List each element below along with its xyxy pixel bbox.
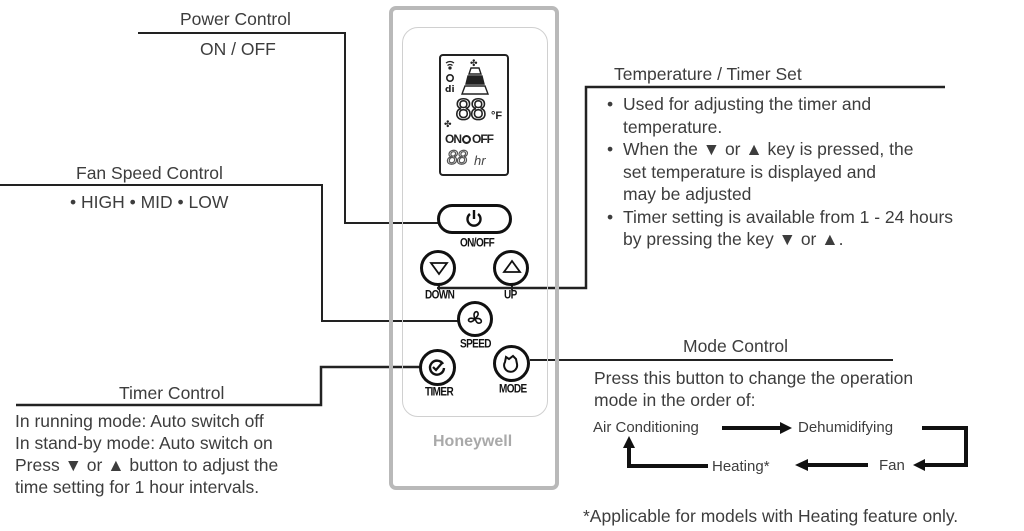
heat-icon xyxy=(446,73,455,82)
temp-timer-bullet: Timer setting is available from 1 - 24 h… xyxy=(607,206,953,251)
fan-speed-heading: Fan Speed Control xyxy=(76,163,223,183)
down-button[interactable] xyxy=(420,250,456,286)
temp-timer-bullet: When the ▼ or ▲ key is pressed, the set … xyxy=(607,138,953,206)
down-triangle-icon xyxy=(429,262,449,276)
timer-label: TIMER xyxy=(425,386,454,399)
mode-flow-arrows xyxy=(623,422,968,471)
mode-control-line: Press this button to change the operatio… xyxy=(594,368,914,388)
fan-level-icon: ✤ xyxy=(470,59,478,69)
svg-text:✤: ✤ xyxy=(444,120,452,130)
arrow-heating-to-ac xyxy=(627,446,708,468)
mode-heating: Heating* xyxy=(712,458,770,475)
svg-text:di: di xyxy=(445,85,455,95)
up-triangle-icon xyxy=(502,259,522,273)
power-control-description: ON / OFF xyxy=(200,39,276,59)
timer-control-text: In running mode: Auto switch off In stan… xyxy=(15,410,278,498)
remote-control xyxy=(389,6,559,490)
lcd-timer-digits: 88 xyxy=(446,147,469,169)
arrow-fan-to-heating-head xyxy=(795,459,808,471)
lcd-timer-off: OFF xyxy=(472,132,494,146)
temp-timer-bullets: Used for adjusting the timer and tempera… xyxy=(607,93,953,251)
wifi-icon xyxy=(445,60,455,70)
onoff-button[interactable] xyxy=(437,204,512,234)
power-icon xyxy=(466,210,482,227)
lcd-icons: di ✤ ✤ xyxy=(444,59,490,130)
dehumidify-icon: di xyxy=(445,85,455,95)
temp-timer-bullet: Used for adjusting the timer and tempera… xyxy=(607,93,953,138)
mode-control-line: mode in the order of: xyxy=(594,390,756,410)
mode-dehumidifying: Dehumidifying xyxy=(798,419,894,436)
mode-button[interactable] xyxy=(493,345,530,382)
temp-timer-heading: Temperature / Timer Set xyxy=(614,64,802,84)
mode-air-conditioning: Air Conditioning xyxy=(593,419,699,436)
speed-button[interactable] xyxy=(457,301,493,337)
timer-icon xyxy=(428,359,446,376)
mode-label: MODE xyxy=(499,383,527,396)
arrow-heating-to-ac-head xyxy=(623,436,635,448)
down-label: DOWN xyxy=(425,289,455,302)
timer-button[interactable] xyxy=(419,349,456,386)
lcd-timer-row: ON OFF xyxy=(445,132,494,146)
arrow-ac-to-dehum-head xyxy=(780,422,792,434)
brand-logo: Honeywell xyxy=(433,433,513,450)
mode-fan: Fan xyxy=(879,457,905,474)
timer-control-line: In running mode: Auto switch off xyxy=(15,411,264,431)
timer-leader-line xyxy=(16,365,420,407)
remote-front-panel xyxy=(402,27,548,417)
arrow-dehum-to-fan xyxy=(922,426,968,467)
mode-icon xyxy=(503,354,519,373)
lcd-timer-unit: hr xyxy=(474,153,486,168)
lcd-timer-on: ON xyxy=(445,132,462,146)
timer-control-heading: Timer Control xyxy=(119,383,225,403)
timer-control-line: time setting for 1 hour intervals. xyxy=(15,477,260,497)
power-control-heading: Power Control xyxy=(180,9,291,29)
up-button[interactable] xyxy=(493,250,529,286)
mode-control-heading: Mode Control xyxy=(683,336,789,356)
arrow-dehum-to-fan-head xyxy=(913,459,925,471)
fan-speed-description: • HIGH • MID • LOW xyxy=(70,192,229,212)
onoff-label: ON/OFF xyxy=(460,237,495,250)
footnote: *Applicable for models with Heating feat… xyxy=(583,506,959,526)
fan-mode-icon: ✤ xyxy=(444,120,452,130)
fan-icon xyxy=(467,310,483,324)
fan-speed-bars xyxy=(460,67,490,95)
timer-control-line: In stand-by mode: Auto switch on xyxy=(15,433,273,453)
speed-label: SPEED xyxy=(460,338,492,351)
svg-text:✤: ✤ xyxy=(470,59,478,69)
mode-control-text: Press this button to change the operatio… xyxy=(594,367,913,411)
up-label: UP xyxy=(504,289,517,302)
clock-icon xyxy=(462,135,471,144)
lcd-display: di ✤ ✤ 88 °F ON OFF 88 hr xyxy=(439,54,509,176)
lcd-temp-digits: 88 xyxy=(454,93,487,126)
lcd-temp-unit: °F xyxy=(491,110,503,122)
timer-control-line: Press ▼ or ▲ button to adjust the xyxy=(15,455,279,475)
